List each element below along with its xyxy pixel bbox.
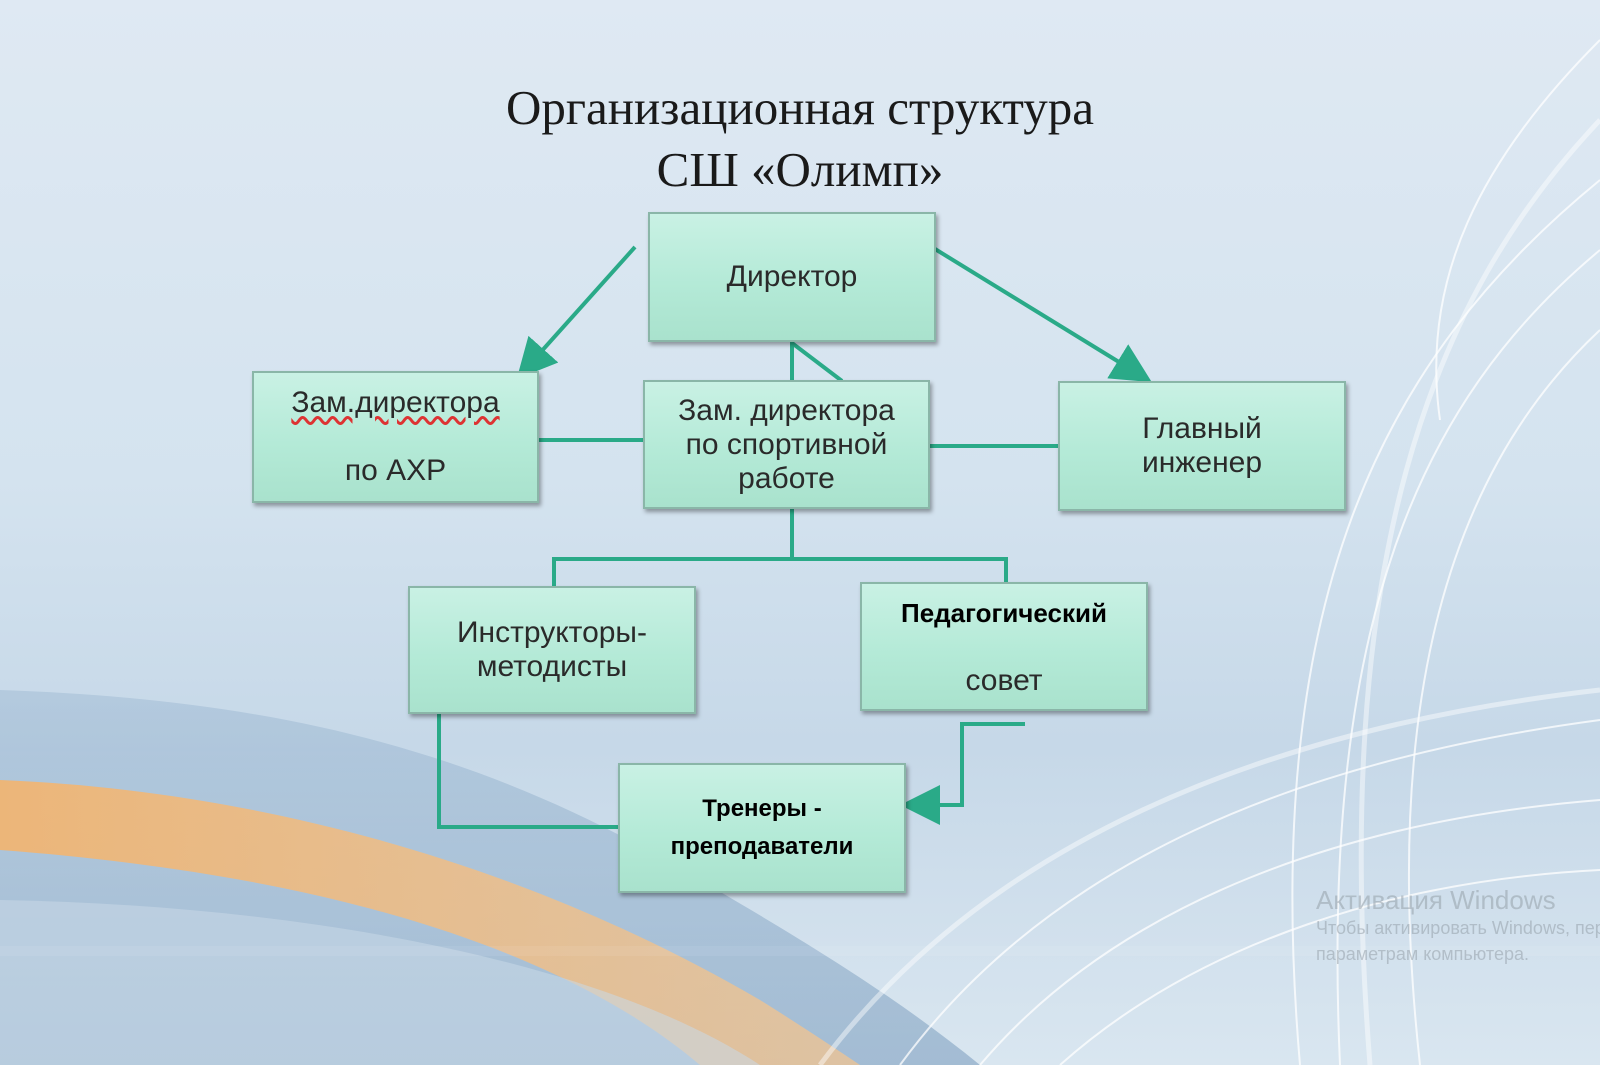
box-deputy-sport-label: Зам. директора по спортивной работе	[678, 393, 895, 495]
arrow-director-to-engineer	[933, 247, 1152, 383]
watermark-line3: параметрам компьютера.	[1316, 944, 1529, 964]
box-pedagogical-council-label-line2: совет	[965, 663, 1043, 697]
box-instructors-label: Инструкторы- методисты	[456, 616, 647, 683]
box-chief-engineer-label: Главный инженер	[1141, 412, 1262, 479]
watermark-title: Активация Windows	[1316, 885, 1556, 915]
box-chief-engineer: Главный инженер	[1058, 381, 1346, 511]
box-instructors: Инструкторы- методисты	[408, 586, 696, 714]
box-coaches: Тренеры - преподаватели	[618, 763, 906, 893]
box-deputy-ahr: Зам.директора по АХР	[252, 371, 539, 503]
box-deputy-sport: Зам. директора по спортивной работе	[643, 380, 930, 509]
arrow-council-to-coaches	[900, 722, 1025, 825]
windows-activation-watermark: Активация Windows Чтобы активировать Win…	[1316, 885, 1600, 967]
watermark-line2: Чтобы активировать Windows, перейдите к	[1316, 918, 1600, 938]
box-director: Директор	[648, 212, 936, 342]
box-deputy-ahr-label-line2: по АХР	[344, 454, 447, 487]
connector-deputy-council	[792, 557, 1008, 582]
connector-deputy-branches	[552, 509, 794, 586]
arrow-director-to-ahr	[516, 245, 637, 379]
box-pedagogical-council: Педагогический совет	[860, 582, 1148, 711]
diagram-title-line2: СШ «Олимп»	[656, 142, 944, 197]
box-pedagogical-council-label-line1: Педагогический	[901, 597, 1107, 628]
connector-instructors-coaches	[437, 714, 618, 829]
box-coaches-label: Тренеры - преподаватели	[670, 795, 854, 860]
diagram-title-line1: Организационная структура	[506, 80, 1094, 135]
box-director-label: Директор	[726, 260, 858, 293]
connector-director-deputy	[790, 338, 844, 383]
box-deputy-ahr-label-line1: Зам.директора	[291, 386, 500, 419]
